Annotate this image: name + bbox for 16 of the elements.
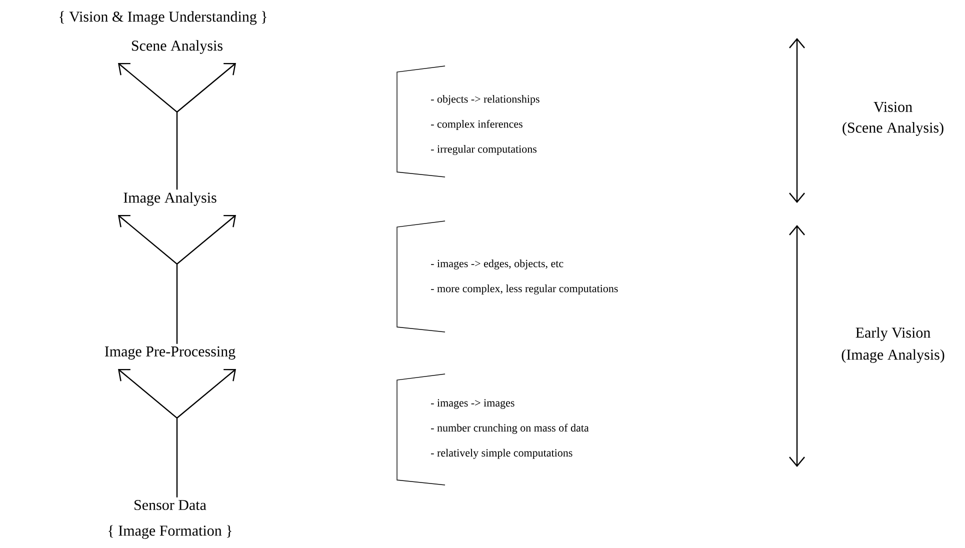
stage-note: { Vision & Image Understanding } (60, 11, 266, 25)
stage-label: Sensor Data (134, 500, 206, 510)
stage-label: Scene Analysis (132, 40, 222, 54)
fork-arrow (118, 214, 236, 344)
stage-label: Image Pre-Processing (104, 346, 236, 360)
bracketed-list: - objects -> relationships - complex inferences - irregular computations (396, 66, 540, 178)
range-label: (Image Analysis) (842, 349, 944, 363)
bracketed-list: - images -> edges, objects, etc - more complex, less regular computations (396, 220, 618, 332)
stage-note: { Image Formation } (108, 525, 232, 539)
fork-arrow (118, 62, 236, 190)
bracketed-list: - images -> images - number crunching on mass of data - relatively simple computations (396, 374, 589, 486)
fork-arrow (118, 368, 236, 498)
range-label: Early Vision (856, 327, 930, 341)
range-label: Vision (874, 102, 912, 112)
range-label: (Scene Analysis) (842, 122, 944, 136)
stage-label: Image Analysis (124, 192, 216, 206)
